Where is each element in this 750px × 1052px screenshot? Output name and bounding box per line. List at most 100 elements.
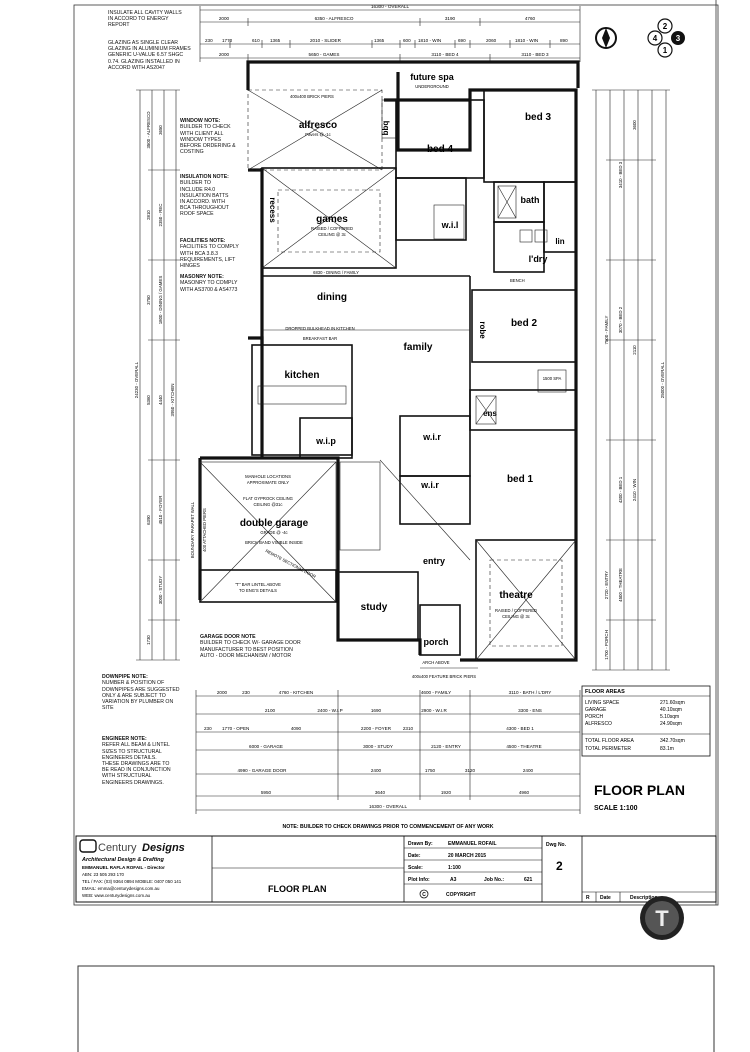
date-value: 20 MARCH 2015: [448, 853, 486, 859]
company-web: WEB: www.centurydesigns.com.au: [82, 893, 151, 898]
room-bath: bath: [521, 195, 540, 205]
top-dim-9: 2010 - SLIDER: [310, 38, 342, 43]
flat-ceiling-1: FLAT GYPROCK CEILING: [243, 496, 293, 501]
top-dim-20: 3110 - BED 3: [521, 52, 549, 57]
lintel-1: "T" BAR LINTEL ABOVE: [235, 582, 281, 587]
title-block: Century Designs Architectural Design & D…: [75, 835, 717, 903]
room-lin: lin: [555, 237, 564, 246]
fa-label-2: GARAGE: [585, 707, 607, 713]
left-dim-6: 1800 - DINING / GAMES: [158, 276, 163, 325]
room-bed2: bed 2: [511, 318, 538, 329]
note-facilities-title: FACILITIES NOTE:: [180, 238, 226, 245]
top-dim-8: 1365: [270, 38, 281, 43]
brick-piers-top: 400x400 BRICK PIERS: [290, 94, 334, 99]
note-garage-door: GARAGE DOOR NOTE BUILDER TO CHECK W/- GA…: [200, 628, 340, 665]
room-bed4: bed 4: [427, 144, 454, 155]
left-dim-7: 5360: [146, 395, 151, 405]
bottom-dim-15: 2310: [403, 726, 414, 731]
note-insulation: INSULATION NOTE: BUILDER TO INCLUDE R4.0…: [180, 168, 246, 224]
top-dim-14: 2060: [486, 38, 497, 43]
breakfast-bar: BREAKFAST BAR: [303, 336, 337, 341]
note-window-body: BUILDER TO CHECK WITH CLIENT ALL WINDOW …: [180, 124, 236, 156]
copyright-icon: C: [419, 889, 429, 899]
stamp-icon: T: [640, 896, 684, 940]
fa-perimeter-value: 83.1m: [660, 746, 674, 752]
room-porch: porch: [423, 637, 448, 647]
dropped-bulkhead: DROPPED BULKHEAD IN KITCHEN: [285, 326, 354, 331]
company-name-bold: Designs: [142, 842, 185, 854]
top-dim-1: 2000: [219, 16, 230, 21]
parapet-wall: BOUNDARY PARAPET WALL: [190, 501, 195, 558]
note-masonry-title: MASONRY NOTE:: [180, 274, 224, 281]
note-window: WINDOW NOTE: BUILDER TO CHECK WITH CLIEN…: [180, 112, 246, 162]
company-tagline: Architectural Design & Drafting: [81, 857, 165, 863]
bottom-dim-13: 4090: [291, 726, 302, 731]
top-dim-17: 2000: [219, 52, 230, 57]
bottom-dim-2: 230: [242, 690, 250, 695]
compass-4: 4: [653, 34, 658, 43]
sheet-border: [73, 4, 719, 906]
room-robe: robe: [478, 321, 487, 339]
right-dim-3: 7500 - FAMILY: [604, 315, 609, 344]
plot-value: A3: [450, 877, 457, 883]
room-alfresco: alfresco: [299, 120, 337, 131]
note-facilities: FACILITIES NOTE: FACILITIES TO COMPLY WI…: [180, 232, 246, 275]
bench-label: BENCH: [510, 278, 525, 283]
left-dimensions: 24230 - OVERALL 3500 - ALFRESCO 3650 281…: [134, 89, 180, 661]
note-glazing: GLAZING AS SINGLE CLEAR GLAZING IN ALUMI…: [108, 40, 191, 71]
top-dim-19: 3110 - BED 4: [431, 52, 459, 57]
note-downpipe: DOWNPIPE NOTE: NUMBER & POSITION OF DOWN…: [102, 668, 192, 718]
bottom-dim-3: 4760 - KITCHEN: [279, 690, 313, 695]
note-garage-door-body: BUILDER TO CHECK W/- GARAGE DOOR MANUFAC…: [200, 640, 301, 659]
room-bed3: bed 3: [525, 112, 552, 123]
room-theatre: theatre: [499, 590, 533, 601]
room-wir1: w.i.r: [422, 432, 441, 442]
bottom-dim-18: 3000 - STUDY: [363, 744, 393, 749]
top-dim-5: 230: [205, 38, 213, 43]
feature-piers: 400x400 FEATURE BRICK PIERS: [412, 674, 476, 679]
bottom-dim-20: 4500 - THEATRE: [506, 744, 541, 749]
remote-door: REMOTE SECTIONAL DOOR: [265, 548, 317, 579]
right-overall-dim: 25000 - OVERALL: [660, 361, 665, 398]
room-future-spa-sub: UNDERGROUND: [415, 84, 449, 89]
fa-label-1: LIVING SPACE: [585, 700, 620, 706]
note-downpipe-body: NUMBER & POSITION OF DOWNPIPES ARE SUGGE…: [102, 680, 180, 712]
company-director: EMMANUEL RAFLA ROFAIL - Director: [82, 865, 165, 870]
bottom-dim-29: 4960: [519, 790, 530, 795]
top-dim-13: 690: [458, 38, 466, 43]
attached-piers: 400 ATTACHED PIERS: [202, 508, 207, 552]
room-wip: w.i.p: [315, 436, 336, 446]
room-dining: dining: [317, 292, 347, 303]
fa-label-3: PORCH: [585, 714, 603, 720]
rev-date: Date: [600, 895, 611, 901]
job-label: Job No.:: [484, 877, 504, 883]
fa-total-label: TOTAL FLOOR AREA: [585, 738, 634, 744]
bottom-dim-22: 2400: [371, 768, 382, 773]
alfresco-area: [247, 89, 397, 171]
right-dim-9: 2720 - ENTRY: [604, 571, 609, 600]
note-masonry: MASONRY NOTE: MASONRY TO COMPLY WITH AS3…: [180, 268, 246, 299]
room-games-sub-2: CEILING @ 3c: [318, 232, 346, 237]
top-dim-2: 6350 - ALFRESCO: [315, 16, 354, 21]
top-overall-dim: 16300 - OVERALL: [371, 4, 409, 9]
master-wing: [339, 389, 577, 551]
right-dim-4: 3070 - BED 2: [618, 306, 623, 333]
room-alfresco-sub: Pavers @ -1c: [305, 132, 330, 137]
compass-2: 2: [663, 22, 668, 31]
compass-icon: 2 4 3 1: [595, 18, 685, 58]
note-engineer-title: ENGINEER NOTE:: [102, 736, 147, 743]
bottom-dim-4: 4600 - FAMILY: [421, 690, 451, 695]
top-dim-4: 4760: [525, 16, 536, 21]
note-masonry-body: MASONRY TO COMPLY WITH AS3700 & AS4773: [180, 280, 238, 293]
note-engineer: ENGINEER NOTE: REFER ALL BEAM & LINTEL S…: [102, 730, 192, 792]
svg-text:C: C: [422, 892, 426, 898]
room-recess: recess: [268, 197, 277, 223]
kitchen-area: [251, 344, 353, 459]
top-dim-12: 1810 - WIN: [418, 38, 441, 43]
right-dim-1: 3600: [632, 120, 637, 130]
room-wir2: w.i.r: [420, 480, 439, 490]
floor-areas-table: FLOOR AREAS LIVING SPACE 271.60sqm GARAG…: [581, 685, 711, 757]
dwg-value: 2: [556, 859, 563, 873]
